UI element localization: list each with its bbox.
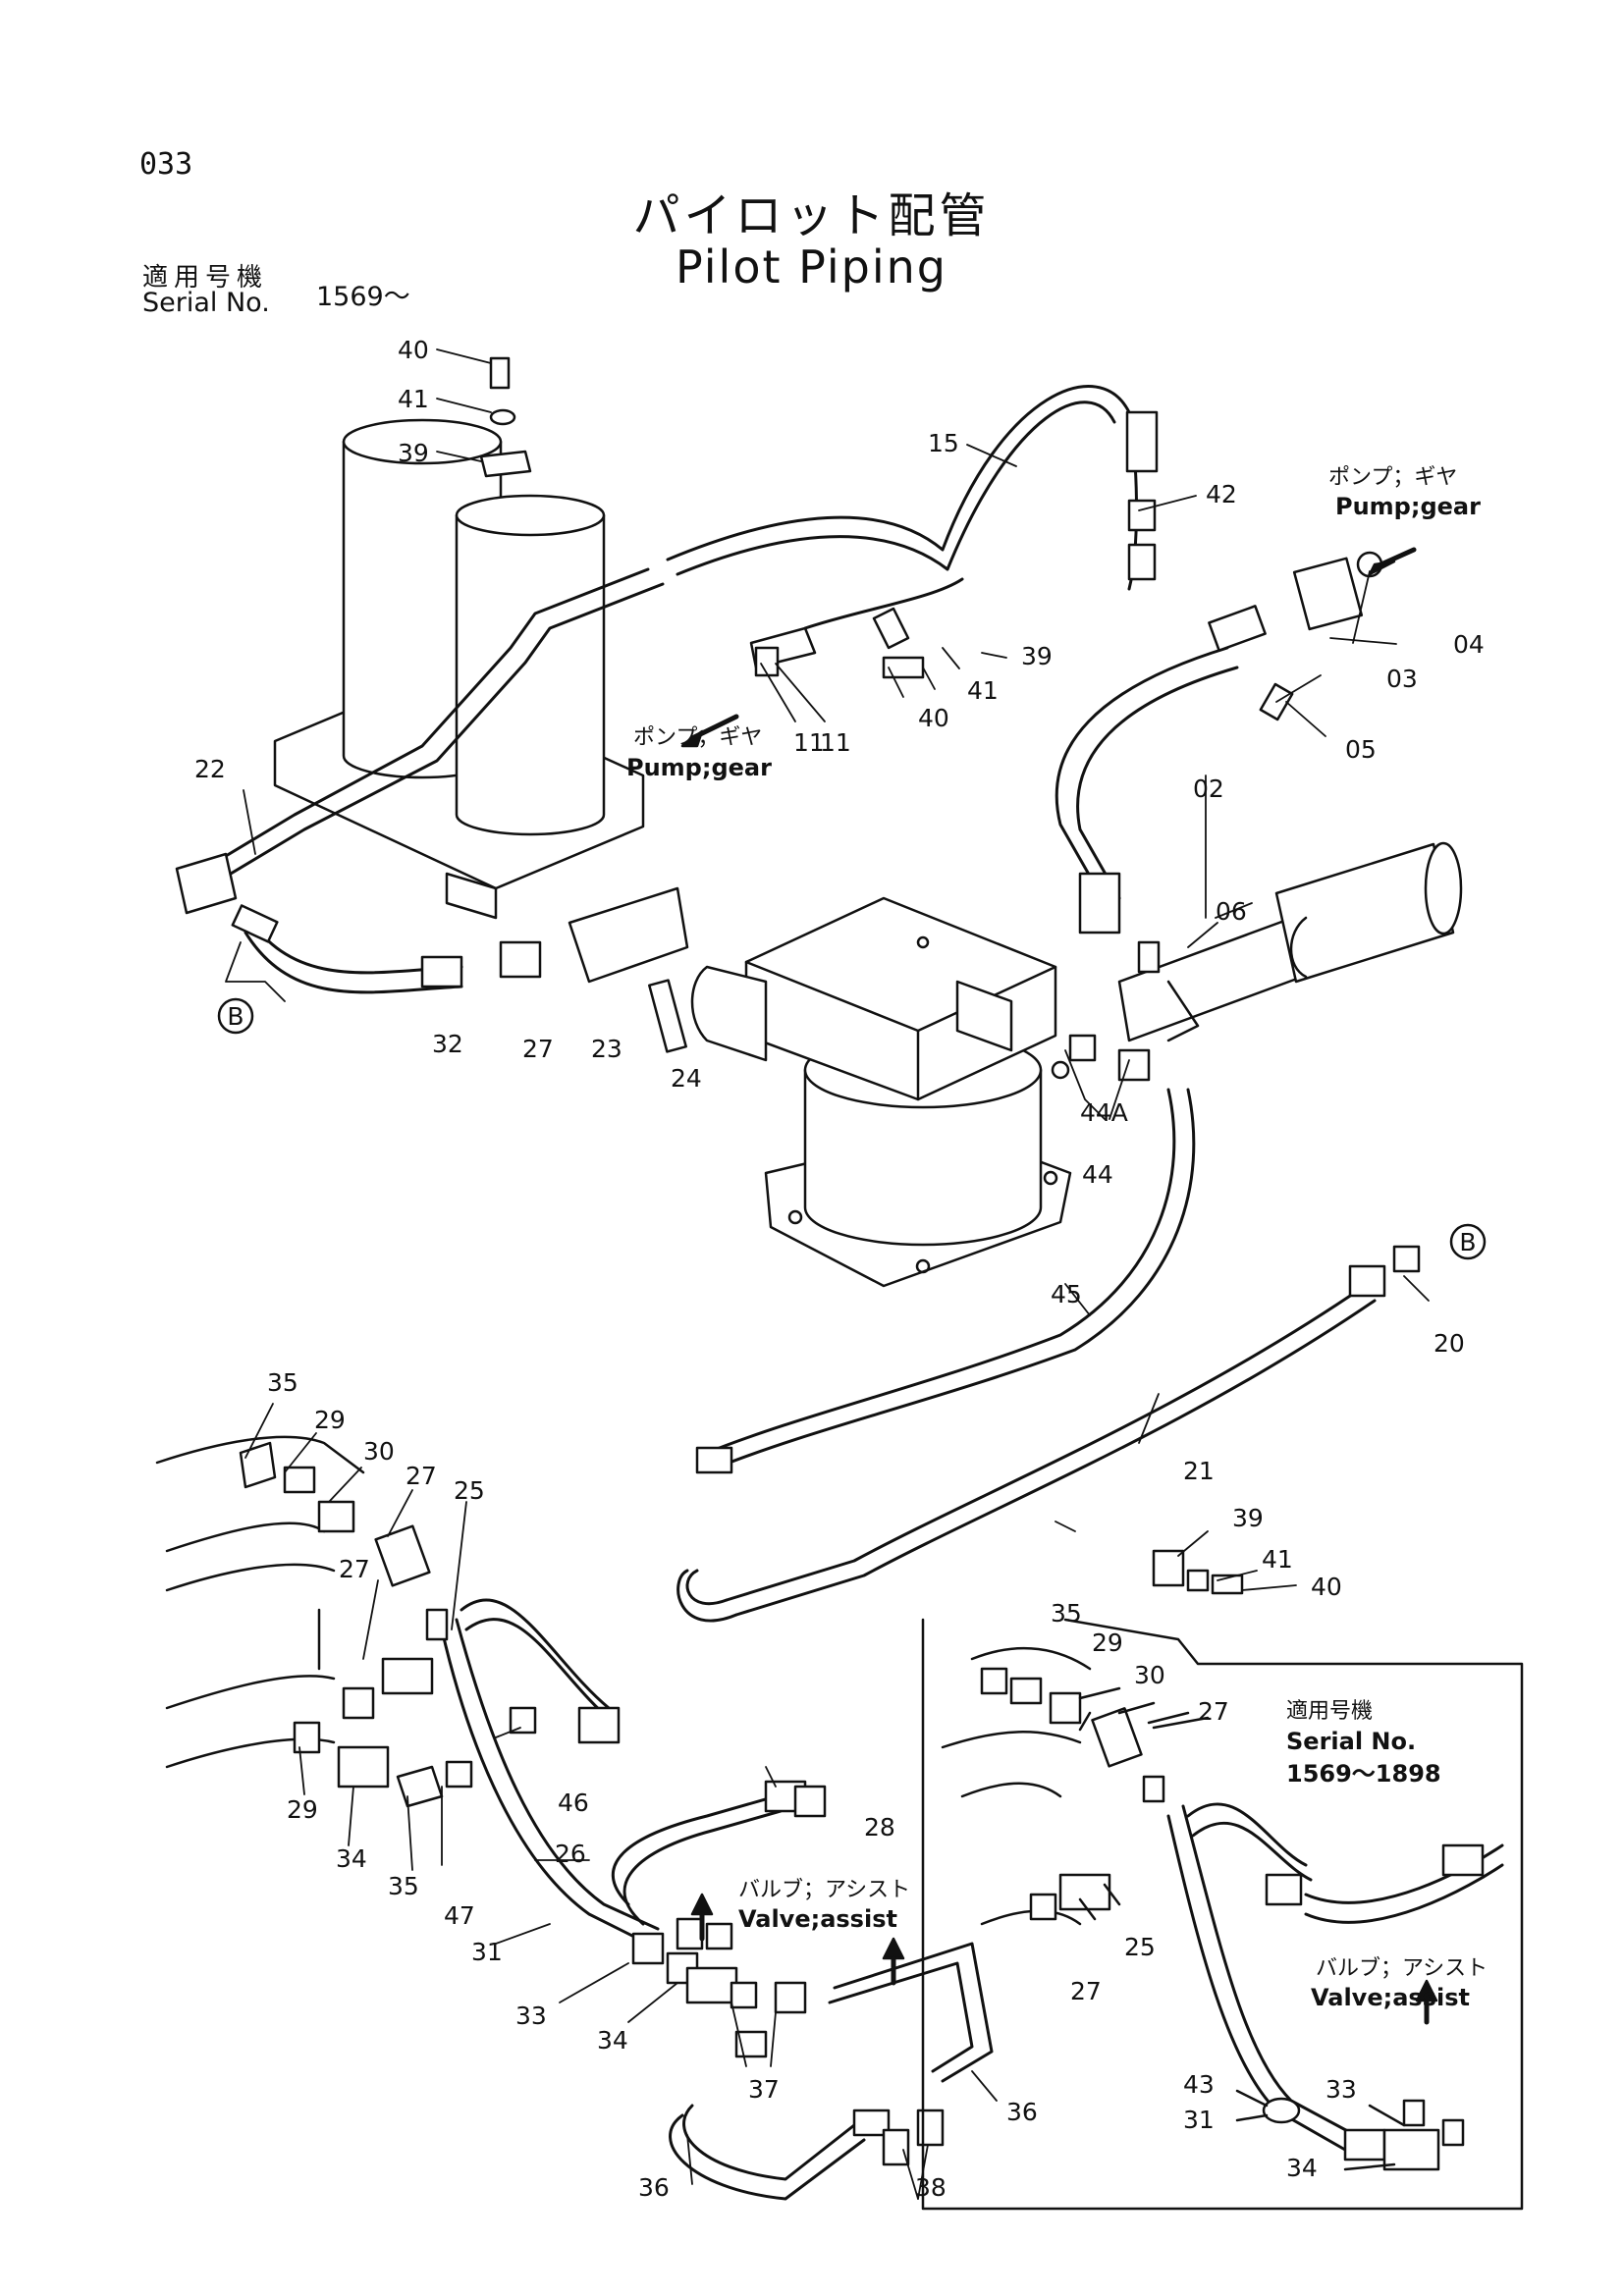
serial-label-japanese: 適用号機 — [142, 263, 269, 293]
part-label: 26 — [555, 1840, 586, 1868]
reference-b-left-label: B — [227, 1002, 243, 1031]
inset-serial-label-en: Serial No. — [1286, 1728, 1416, 1755]
part-label: 42 — [1206, 480, 1237, 508]
part-label: 31 — [471, 1938, 503, 1966]
inset-part-label: 31 — [1183, 2106, 1215, 2134]
part-label: 41 — [1262, 1545, 1293, 1574]
part-label: 40 — [398, 336, 429, 364]
serial-value: 1569～ — [316, 282, 410, 312]
part-label: 21 — [1183, 1457, 1215, 1485]
part-label: 34 — [597, 2026, 628, 2055]
note-pump-gear-top-ja: ポンプ；ギヤ — [1328, 465, 1457, 490]
part-label: 02 — [1193, 774, 1224, 803]
part-label: 04 — [1453, 630, 1485, 659]
part-label: 11 — [820, 728, 851, 757]
part-label: 45 — [1051, 1280, 1082, 1308]
inset-part-label: 34 — [1286, 2154, 1318, 2182]
reference-markers — [217, 997, 1487, 1260]
title-english: Pilot Piping — [676, 240, 947, 294]
hydraulic-tank — [273, 418, 645, 920]
title-japanese: パイロット配管 — [632, 188, 991, 243]
part-label: 27 — [339, 1555, 370, 1583]
part-label: 35 — [388, 1872, 419, 1900]
part-label: 39 — [1021, 642, 1053, 670]
inset-part-label: 30 — [1134, 1661, 1165, 1689]
part-label: 41 — [967, 676, 999, 705]
part-label: 27 — [522, 1035, 554, 1063]
part-callouts: 40 41 39 15 42 04 03 05 11 11 40 41 39 0… — [194, 336, 1485, 2202]
inset-part-label: 33 — [1325, 2075, 1357, 2104]
fittings — [175, 356, 1421, 2166]
part-label: 29 — [287, 1795, 318, 1824]
part-label: 06 — [1216, 897, 1247, 926]
note-valve-assist-2-ja: バルブ；アシスト — [1316, 1956, 1488, 1981]
reference-b-right-label: B — [1459, 1228, 1476, 1256]
part-label: 39 — [1232, 1504, 1264, 1532]
note-valve-assist-1-ja: バルブ；アシスト — [738, 1878, 910, 1902]
part-label: 20 — [1434, 1329, 1465, 1358]
part-label: 37 — [748, 2075, 780, 2104]
part-label: 47 — [444, 1901, 475, 1930]
note-valve-assist-2-en: Valve;assist — [1311, 1984, 1470, 2011]
part-label: 35 — [267, 1368, 298, 1397]
inset-part-label: 29 — [1092, 1629, 1123, 1657]
part-label: 44A — [1080, 1098, 1128, 1127]
inset-part-label: 25 — [1124, 1933, 1156, 1961]
center-valve-assembly — [690, 896, 1072, 1288]
page-number: 033 — [139, 147, 193, 182]
inset-serial-label-ja: 適用号機 — [1286, 1699, 1373, 1724]
part-label: 40 — [1311, 1573, 1342, 1601]
note-pump-gear-mid-ja: ポンプ；ギヤ — [633, 725, 762, 750]
reference-b-left — [217, 997, 254, 1035]
part-label: 46 — [558, 1789, 589, 1817]
leader-lines — [225, 348, 1430, 2200]
part-label: 22 — [194, 755, 226, 783]
part-label: 34 — [336, 1844, 367, 1873]
part-label: 36 — [1006, 2098, 1038, 2126]
part-label: 28 — [864, 1813, 895, 1842]
part-label: 25 — [454, 1476, 485, 1505]
note-valve-assist-1-en: Valve;assist — [738, 1905, 897, 1933]
inset-part-label: 43 — [1183, 2070, 1215, 2099]
part-label: 23 — [591, 1035, 622, 1063]
part-label: 03 — [1386, 665, 1418, 693]
reference-b-right — [1449, 1223, 1487, 1260]
part-label: 29 — [314, 1406, 346, 1434]
part-label: 05 — [1345, 735, 1377, 764]
inset-part-label: 27 — [1070, 1977, 1102, 2005]
part-label: 32 — [432, 1030, 463, 1058]
part-label: 44 — [1082, 1160, 1113, 1189]
notes: ポンプ；ギヤ Pump;gear ポンプ；ギヤ Pump;gear バルブ；アシ… — [626, 465, 1488, 2011]
inset-part-label: 35 — [1051, 1599, 1082, 1628]
hoses — [194, 385, 1377, 2201]
flow-arrows — [680, 547, 1438, 2025]
lower-left-tank — [155, 1435, 365, 1769]
part-label: 33 — [515, 2002, 547, 2030]
part-label: 36 — [638, 2173, 670, 2202]
serial-label-english: Serial No. — [142, 288, 270, 318]
inset-part-label: 27 — [1198, 1697, 1229, 1726]
part-label: 40 — [918, 704, 949, 732]
inset-serial-value: 1569～1898 — [1286, 1760, 1441, 1788]
inset-panel — [921, 1618, 1524, 2211]
part-label: 38 — [915, 2173, 947, 2202]
part-label: 30 — [363, 1437, 395, 1466]
right-cylinder — [1117, 841, 1463, 1042]
part-label: 15 — [928, 429, 959, 457]
part-label: 39 — [398, 439, 429, 467]
part-label: 24 — [671, 1064, 702, 1093]
part-label: 11 — [793, 728, 825, 757]
note-pump-gear-top-en: Pump;gear — [1335, 493, 1481, 520]
note-pump-gear-mid-en: Pump;gear — [626, 754, 772, 781]
part-label: 27 — [406, 1462, 437, 1490]
part-label: 41 — [398, 385, 429, 413]
